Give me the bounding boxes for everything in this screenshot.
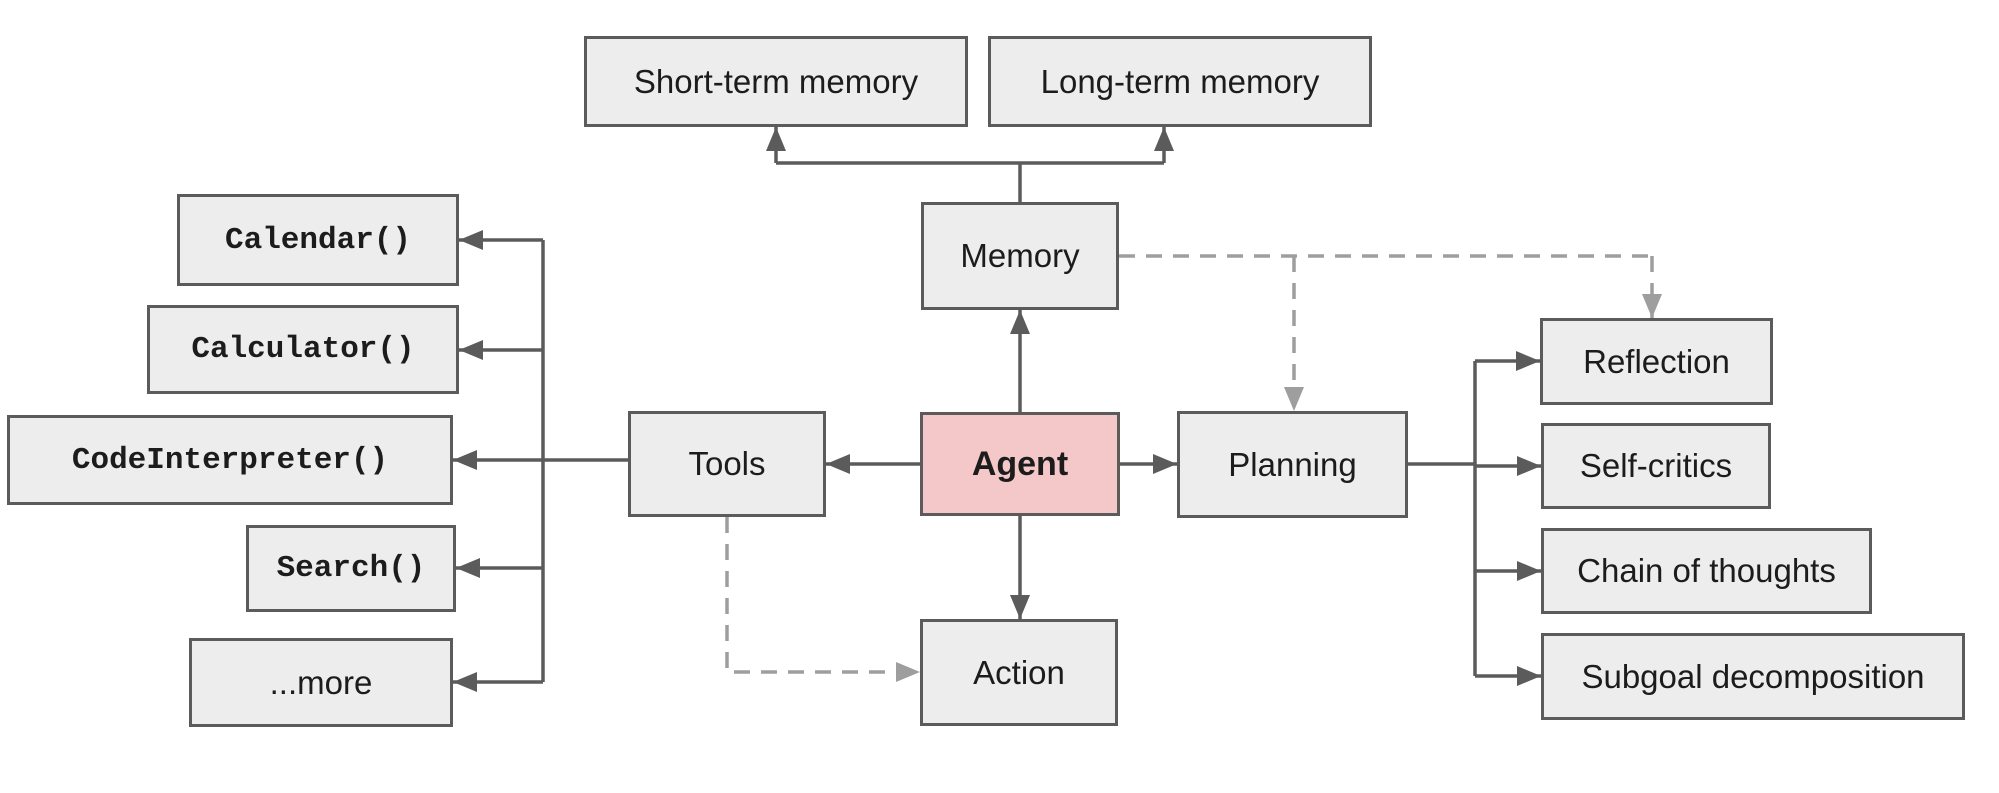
node-long-term-memory: Long-term memory [988, 36, 1372, 127]
node-short-term-memory: Short-term memory [584, 36, 968, 127]
node-memory: Memory [921, 202, 1119, 310]
node-action: Action [920, 619, 1118, 726]
node-tool-calculator: Calculator() [147, 305, 459, 394]
node-tool-more: ...more [189, 638, 453, 727]
node-tool-search: Search() [246, 525, 456, 612]
edge-tools-action-dashed [725, 517, 920, 682]
node-tools: Tools [628, 411, 826, 517]
node-tool-calendar: Calendar() [177, 194, 459, 286]
node-self-critics: Self-critics [1541, 423, 1771, 509]
edge-planning-trunk [1408, 361, 1477, 676]
node-subgoal-decomposition: Subgoal decomposition [1541, 633, 1965, 720]
node-tool-codeinterpreter: CodeInterpreter() [7, 415, 453, 505]
node-planning: Planning [1177, 411, 1408, 518]
node-chain-of-thoughts: Chain of thoughts [1541, 528, 1872, 614]
node-agent: Agent [920, 412, 1120, 516]
node-reflection: Reflection [1540, 318, 1773, 405]
